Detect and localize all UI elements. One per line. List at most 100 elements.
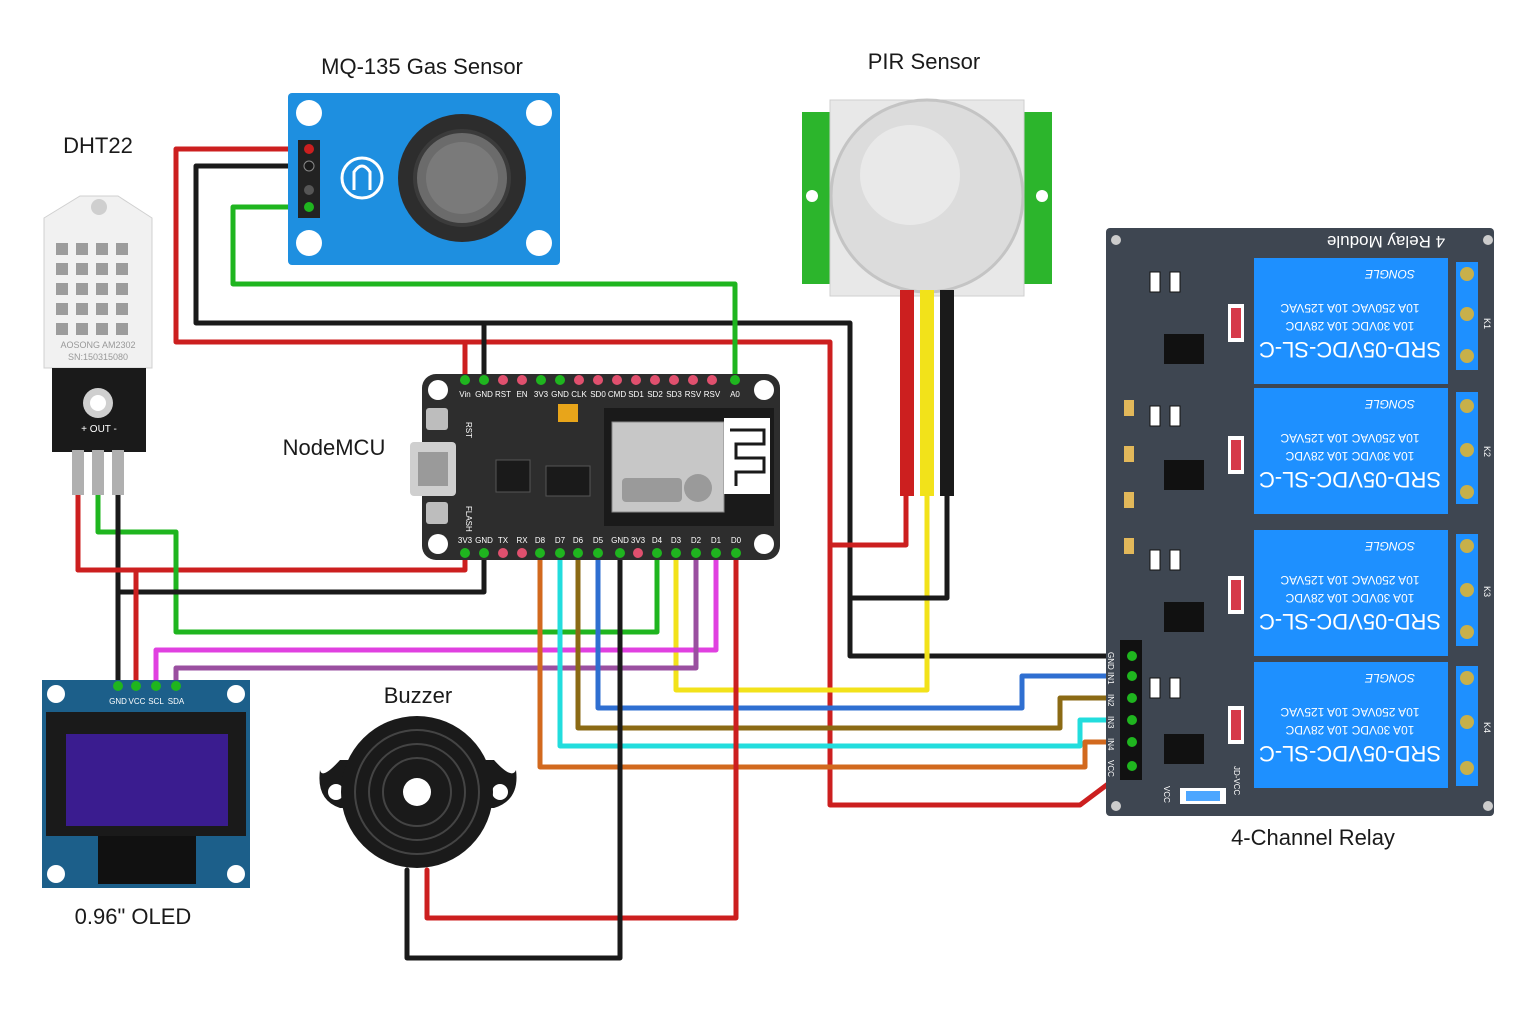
relay-pin-vcc: VCC	[1106, 760, 1115, 777]
oled-pin-vcc: VCC	[129, 697, 146, 706]
wire-relay-in3	[557, 552, 1135, 749]
pin-bot-2: TX	[498, 536, 509, 545]
relay4-model: SRD-05VDC-SL-C	[1259, 741, 1441, 766]
dht-pin-text: + OUT -	[81, 424, 117, 435]
wire-relay-in1	[595, 552, 1135, 711]
pin-bot-4: D8	[535, 536, 546, 545]
oled-pin-sda: SDA	[168, 697, 185, 706]
pin-bot-0: 3V3	[458, 536, 473, 545]
relay-module: 4 Relay Module SRD-05VDC-SL-C 10A 30VDC …	[1106, 228, 1494, 816]
relay1-channel: K1	[1482, 318, 1492, 329]
pin-top-4: 3V3	[534, 390, 549, 399]
pin-top-2: RST	[495, 390, 511, 399]
relay-pin-in4: IN4	[1106, 738, 1115, 751]
wire-mq-ao	[230, 204, 738, 383]
pin-top-9: SD1	[628, 390, 644, 399]
oled-display: GND VCC SCL SDA	[42, 680, 250, 888]
pin-top-1: GND	[475, 390, 493, 399]
wifi-logo-icon	[622, 474, 712, 502]
dht-serial-text: SN:150315080	[68, 352, 128, 362]
relay4-rating1: 10A 250VAC 10A 125VAC	[1280, 705, 1419, 719]
relay-channel-1: SRD-05VDC-SL-C 10A 30VDC 10A 28VDC 10A 2…	[1149, 258, 1492, 384]
relay-pin-gnd: GND	[1106, 652, 1115, 670]
pin-bot-10: D4	[652, 536, 663, 545]
pin-top-6: CLK	[571, 390, 587, 399]
wire-dht-vcc	[75, 447, 468, 573]
relay3-model: SRD-05VDC-SL-C	[1259, 609, 1441, 634]
relay4-rating2: 10A 30VDC 10A 28VDC	[1285, 723, 1414, 737]
relay4-channel: K4	[1482, 722, 1492, 733]
nodemcu-label: NodeMCU	[283, 435, 386, 460]
relay-channel-2: SRD-05VDC-SL-C 10A 30VDC 10A 28VDC 10A 2…	[1124, 388, 1492, 514]
pir-label: PIR Sensor	[868, 49, 981, 74]
pin-top-8: CMD	[608, 390, 626, 399]
dht22-sensor: AOSONG AM2302 SN:150315080 + OUT -	[43, 195, 153, 495]
pin-bot-3: RX	[516, 536, 528, 545]
relay2-rating2: 10A 30VDC 10A 28VDC	[1285, 449, 1414, 463]
pin-top-3: EN	[516, 390, 527, 399]
dht22-label: DHT22	[63, 133, 133, 158]
relay-pin-in1: IN1	[1106, 672, 1115, 685]
relay2-model: SRD-05VDC-SL-C	[1259, 467, 1441, 492]
relay1-brand: SONGLE	[1364, 267, 1415, 281]
pin-top-0: Vin	[459, 390, 470, 399]
relay1-rating2: 10A 30VDC 10A 28VDC	[1285, 319, 1414, 333]
mq135-sensor	[288, 93, 560, 265]
wire-buzzer-neg	[404, 552, 623, 961]
wire-relay-in4	[537, 552, 1135, 770]
relay3-brand: SONGLE	[1364, 539, 1415, 553]
relay-jdvcc-label: JD-VCC	[1232, 766, 1241, 796]
flash-label: FLASH	[464, 506, 473, 532]
buzzer-label: Buzzer	[384, 683, 452, 708]
pin-top-5: GND	[551, 390, 569, 399]
mq135-label: MQ-135 Gas Sensor	[321, 54, 523, 79]
pin-bot-8: GND	[611, 536, 629, 545]
relay-input-header: GND IN1 IN2 IN3 IN4 VCC	[1106, 640, 1142, 780]
pin-top-11: SD3	[666, 390, 682, 399]
wire-oled-sda	[173, 552, 699, 688]
wire-mq-vcc	[173, 146, 1135, 808]
pin-top-12: RSV	[685, 390, 702, 399]
wire-dht-gnd	[115, 447, 487, 595]
relay1-model: SRD-05VDC-SL-C	[1259, 337, 1441, 362]
pir-sensor	[802, 98, 1052, 496]
buzzer	[319, 716, 517, 868]
nodemcu-bottom-header: 3V3 GND TX RX D8 D7 D6 D5 GND 3V3 D4 D3 …	[458, 536, 742, 558]
relay3-rating2: 10A 30VDC 10A 28VDC	[1285, 591, 1414, 605]
relay-pin-in2: IN2	[1106, 694, 1115, 707]
relay4-brand: SONGLE	[1364, 671, 1415, 685]
wire-pir-vcc	[827, 289, 909, 548]
pin-top-10: SD2	[647, 390, 663, 399]
relay2-rating1: 10A 250VAC 10A 125VAC	[1280, 431, 1419, 445]
pin-bot-1: GND	[475, 536, 493, 545]
wire-mq-gnd	[193, 163, 1135, 659]
relay3-channel: K3	[1482, 586, 1492, 597]
dht-model-text: AOSONG AM2302	[60, 340, 135, 350]
pin-bot-12: D2	[691, 536, 702, 545]
relay-label: 4-Channel Relay	[1231, 825, 1395, 850]
relay-module-title: 4 Relay Module	[1327, 232, 1445, 251]
pin-top-7: SD0	[590, 390, 606, 399]
relay2-brand: SONGLE	[1364, 397, 1415, 411]
relay-pin-in3: IN3	[1106, 716, 1115, 729]
relay-vcc-label: VCC	[1162, 786, 1171, 803]
oled-pin-scl: SCL	[148, 697, 164, 706]
pin-top-13: RSV	[704, 390, 721, 399]
nodemcu-board: RST FLASH	[410, 374, 780, 560]
relay-channel-3: SRD-05VDC-SL-C 10A 30VDC 10A 28VDC 10A 2…	[1124, 530, 1492, 656]
pin-bot-6: D6	[573, 536, 584, 545]
wire-oled-vcc	[75, 567, 139, 688]
oled-pin-gnd: GND	[109, 697, 127, 706]
pin-bot-5: D7	[555, 536, 566, 545]
wire-buzzer-pos	[424, 552, 739, 921]
pin-bot-14: D0	[731, 536, 742, 545]
wire-dht-out	[95, 447, 660, 635]
nodemcu-top-header: Vin GND RST EN 3V3 GND CLK SD0 CMD SD1 S…	[459, 375, 740, 399]
relay1-rating1: 10A 250VAC 10A 125VAC	[1280, 301, 1419, 315]
relay3-rating1: 10A 250VAC 10A 125VAC	[1280, 573, 1419, 587]
pin-bot-13: D1	[711, 536, 722, 545]
rst-label: RST	[464, 422, 473, 438]
pin-bot-9: 3V3	[631, 536, 646, 545]
relay2-channel: K2	[1482, 446, 1492, 457]
